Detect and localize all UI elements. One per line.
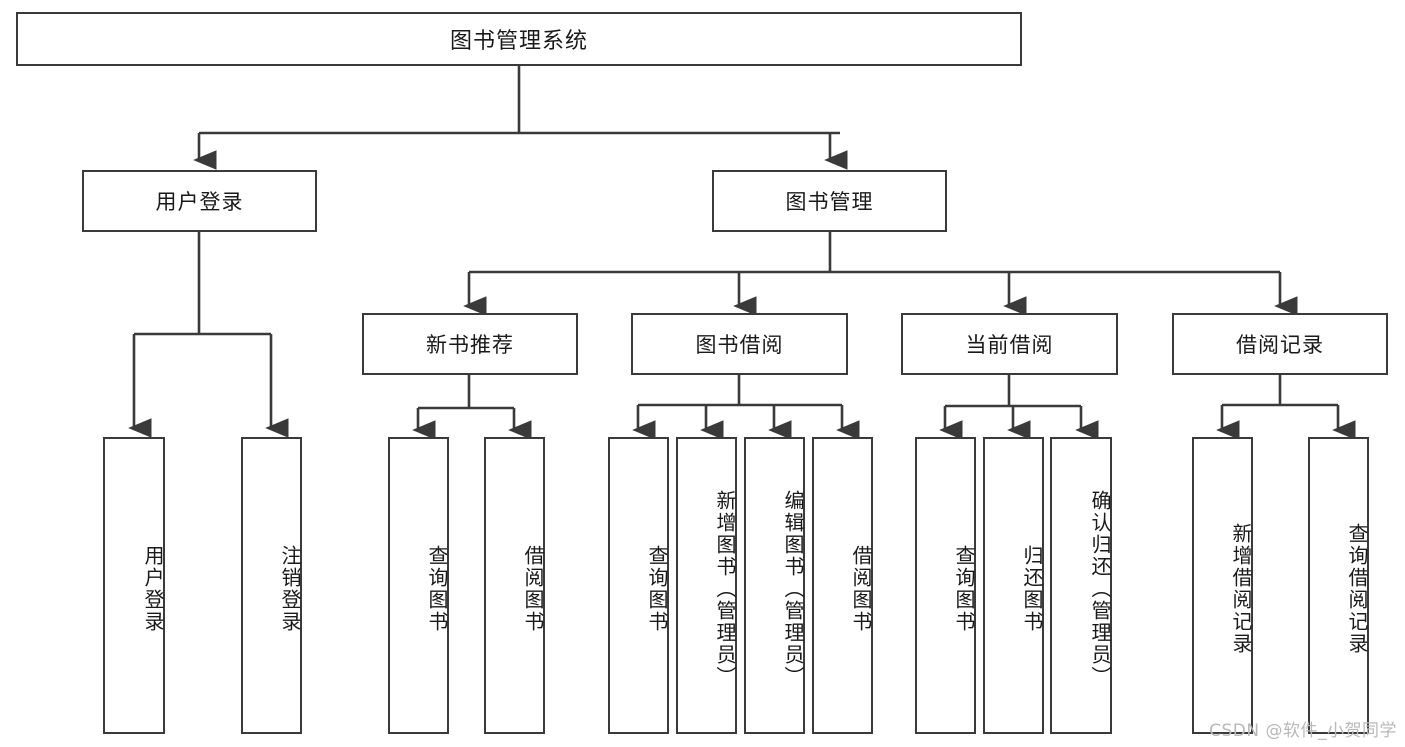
node-label: 当前借阅	[965, 333, 1054, 357]
node-label: 图书管理系统	[449, 29, 588, 54]
leaf-query-book-current[interactable]: 查询图书	[915, 437, 976, 734]
node-label: 用户登录	[141, 544, 165, 633]
leaf-add-book[interactable]: 新增图书（管理员）	[676, 437, 737, 734]
leaf-query-book-recommend[interactable]: 查询图书	[388, 437, 449, 734]
leaf-query-borrow-record[interactable]: 查询借阅记录	[1308, 437, 1369, 734]
node-label: 查询图书	[645, 544, 669, 633]
leaf-add-borrow-record[interactable]: 新增借阅记录	[1192, 437, 1253, 734]
csdn-watermark: CSDN @软件_小贺同学	[1209, 721, 1397, 741]
leaf-user-login[interactable]: 用户登录	[103, 437, 165, 734]
node-current-borrow[interactable]: 当前借阅	[901, 313, 1118, 375]
node-book-management[interactable]: 图书管理	[712, 170, 947, 232]
node-label: 借阅记录	[1236, 333, 1324, 357]
node-new-book-recommend[interactable]: 新书推荐	[362, 313, 578, 375]
node-label: 借阅图书	[849, 544, 873, 633]
node-label: 编辑图书（管理员）	[781, 489, 805, 688]
node-label: 新书推荐	[426, 333, 514, 357]
node-root-system[interactable]: 图书管理系统	[16, 12, 1022, 66]
node-label: 用户登录	[155, 190, 244, 214]
node-label: 新增借阅记录	[1229, 522, 1253, 655]
node-user-login[interactable]: 用户登录	[82, 170, 317, 232]
node-label: 查询图书	[952, 544, 976, 633]
leaf-logout-login[interactable]: 注销登录	[241, 437, 302, 734]
node-label: 图书管理	[785, 190, 874, 214]
leaf-confirm-return[interactable]: 确认归还（管理员）	[1050, 437, 1112, 734]
leaf-borrow-book[interactable]: 借阅图书	[812, 437, 873, 734]
node-label: 查询借阅记录	[1345, 522, 1369, 655]
node-label: 图书借阅	[695, 333, 784, 357]
leaf-borrow-book-recommend[interactable]: 借阅图书	[484, 437, 545, 734]
node-label: 新增图书（管理员）	[713, 489, 737, 688]
node-label: 注销登录	[278, 544, 302, 633]
leaf-query-book-borrow[interactable]: 查询图书	[608, 437, 669, 734]
node-label: 借阅图书	[521, 544, 545, 633]
node-label: 确认归还（管理员）	[1088, 489, 1112, 688]
node-book-borrow[interactable]: 图书借阅	[631, 313, 848, 375]
leaf-edit-book[interactable]: 编辑图书（管理员）	[744, 437, 805, 734]
node-borrow-record[interactable]: 借阅记录	[1172, 313, 1388, 375]
node-label: 归还图书	[1020, 544, 1044, 633]
leaf-return-book[interactable]: 归还图书	[983, 437, 1044, 734]
node-label: 查询图书	[425, 544, 449, 633]
